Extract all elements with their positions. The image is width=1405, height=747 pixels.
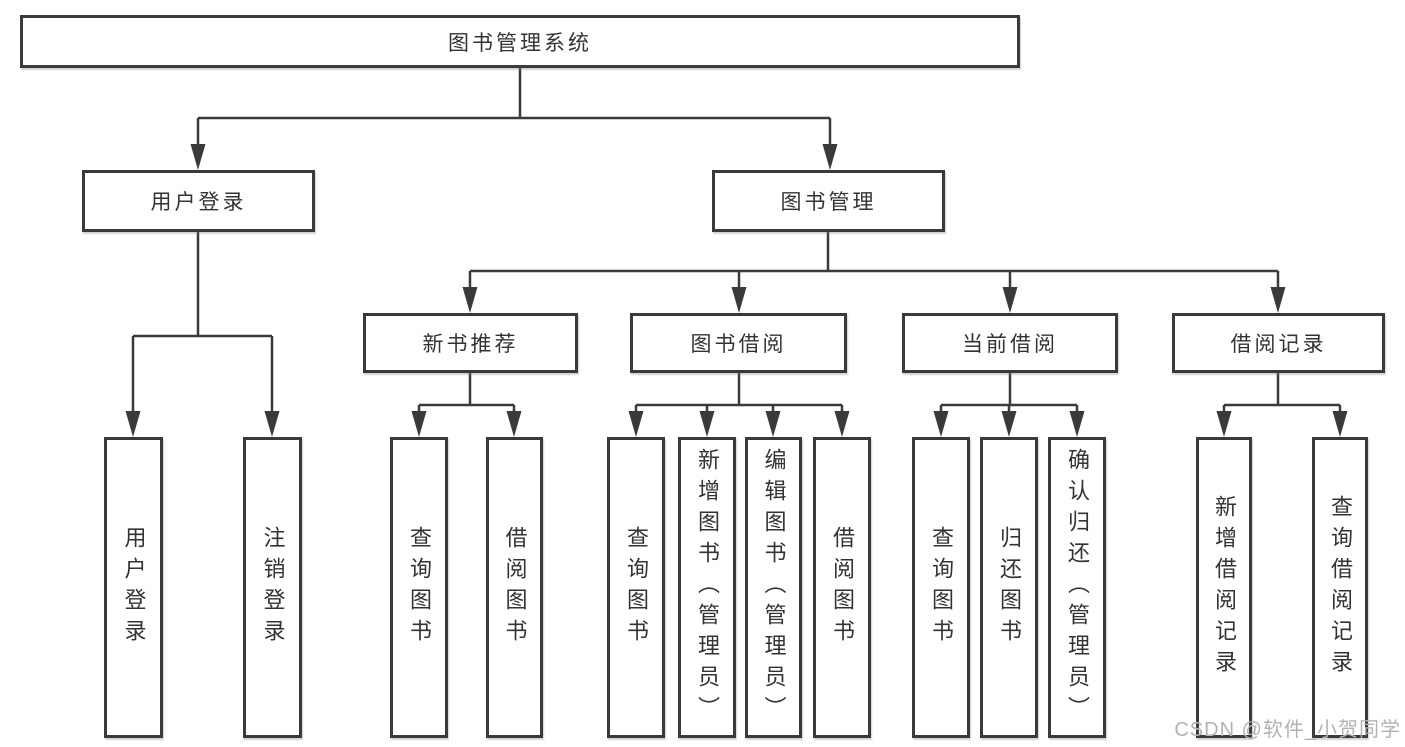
node-current-borrowing: 当前借阅 bbox=[902, 313, 1118, 373]
leaf-query-books-current-label: 查询图书 bbox=[929, 525, 954, 650]
node-borrowing-records-label: 借阅记录 bbox=[1230, 333, 1327, 356]
leaf-add-books-admin: 新增图书（管理员） bbox=[678, 437, 736, 738]
node-library-system: 图书管理系统 bbox=[20, 15, 1020, 68]
leaf-return-books: 归还图书 bbox=[980, 437, 1038, 738]
csdn-watermark: CSDN @软件_小贺同学 bbox=[1174, 719, 1401, 741]
leaf-logout-label: 注销登录 bbox=[260, 525, 286, 650]
node-new-book-recommendation-label: 新书推荐 bbox=[422, 333, 519, 356]
leaf-query-borrow-record: 查询借阅记录 bbox=[1312, 437, 1368, 738]
leaf-query-books-borrowing-label: 查询图书 bbox=[624, 525, 649, 650]
leaf-user-login-label: 用户登录 bbox=[121, 525, 147, 650]
node-user-login-label: 用户登录 bbox=[150, 191, 247, 214]
leaf-borrow-books: 借阅图书 bbox=[813, 437, 871, 738]
leaf-confirm-return-admin-label: 确认归还（管理员） bbox=[1065, 448, 1090, 727]
leaf-return-books-label: 归还图书 bbox=[997, 525, 1022, 650]
leaf-user-login: 用户登录 bbox=[104, 437, 163, 738]
leaf-query-books-current: 查询图书 bbox=[912, 437, 970, 738]
leaf-add-borrow-record: 新增借阅记录 bbox=[1196, 437, 1252, 738]
node-library-system-label: 图书管理系统 bbox=[448, 31, 592, 55]
leaf-logout: 注销登录 bbox=[243, 437, 302, 738]
leaf-borrow-books-label: 借阅图书 bbox=[830, 525, 855, 650]
leaf-query-borrow-record-label: 查询借阅记录 bbox=[1328, 494, 1353, 681]
leaf-confirm-return-admin: 确认归还（管理员） bbox=[1048, 437, 1106, 738]
node-current-borrowing-label: 当前借阅 bbox=[962, 333, 1058, 356]
node-user-login: 用户登录 bbox=[82, 170, 315, 232]
node-book-borrowing-label: 图书借阅 bbox=[690, 333, 787, 356]
leaf-add-books-admin-label: 新增图书（管理员） bbox=[695, 448, 720, 727]
leaf-edit-books-admin-label: 编辑图书（管理员） bbox=[761, 448, 787, 727]
leaf-query-books-recommend-label: 查询图书 bbox=[407, 525, 432, 650]
leaf-borrow-books-recommend-label: 借阅图书 bbox=[502, 525, 528, 650]
leaf-add-borrow-record-label: 新增借阅记录 bbox=[1212, 494, 1237, 681]
node-borrowing-records: 借阅记录 bbox=[1172, 313, 1385, 373]
node-book-management: 图书管理 bbox=[712, 170, 945, 232]
node-new-book-recommendation: 新书推荐 bbox=[363, 313, 578, 373]
leaf-edit-books-admin: 编辑图书（管理员） bbox=[745, 437, 802, 738]
node-book-borrowing: 图书借阅 bbox=[630, 313, 847, 373]
leaf-borrow-books-recommend: 借阅图书 bbox=[486, 437, 543, 738]
leaf-query-books-recommend: 查询图书 bbox=[390, 437, 448, 738]
leaf-query-books-borrowing: 查询图书 bbox=[607, 437, 665, 738]
node-book-management-label: 图书管理 bbox=[780, 191, 877, 214]
